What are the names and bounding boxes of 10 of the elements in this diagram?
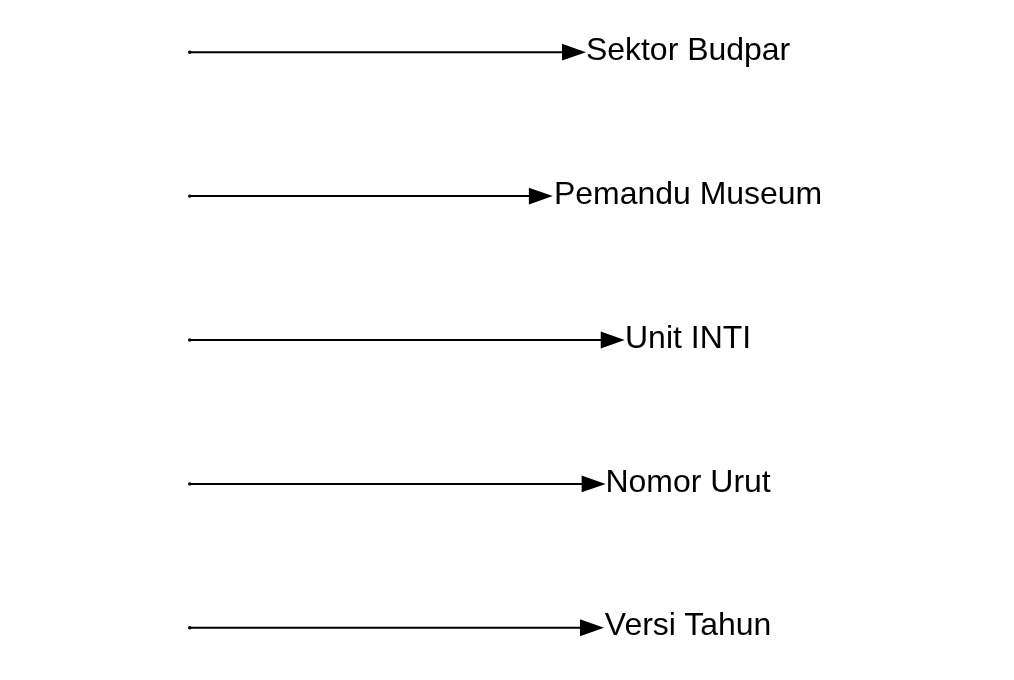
- node-text: Pemandu Museum: [553, 174, 822, 211]
- arrow: [189, 43, 586, 61]
- node-text: Unit INTI: [624, 318, 751, 355]
- arrow: [189, 187, 553, 205]
- node-text: Nomor Urut: [605, 462, 771, 499]
- arrow: [189, 331, 625, 349]
- node-text: Versi Tahun: [604, 606, 771, 643]
- arrow: [189, 619, 604, 637]
- arrow: [189, 475, 606, 493]
- node-text: Sektor Budpar: [585, 30, 790, 67]
